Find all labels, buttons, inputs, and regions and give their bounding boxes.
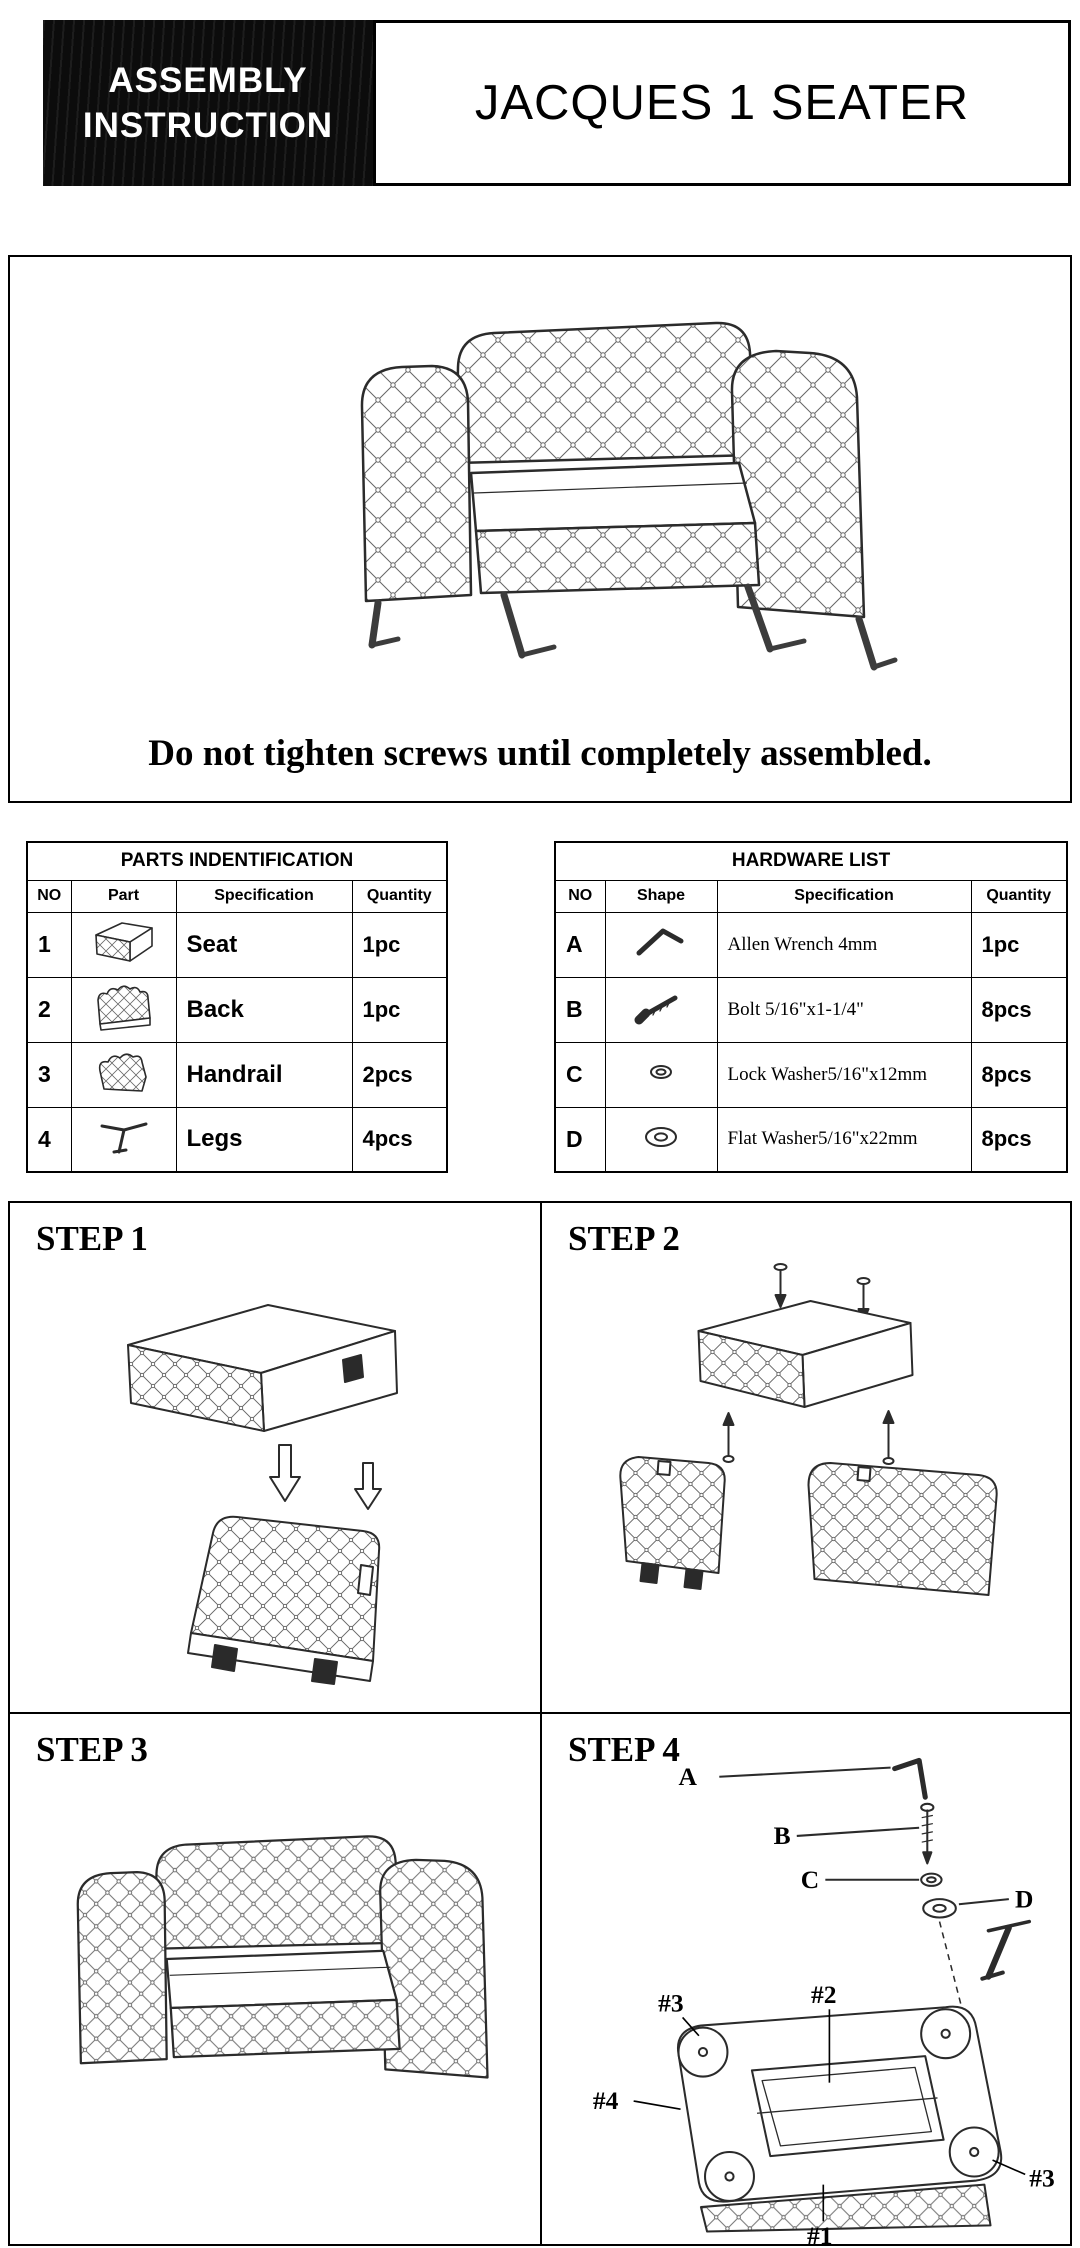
col-qty: Quantity bbox=[351, 879, 448, 913]
handrail-slot bbox=[856, 1466, 872, 1482]
callout-part4: #4 bbox=[593, 2086, 619, 2115]
col-qty: Quantity bbox=[970, 879, 1068, 913]
left-handrail bbox=[619, 1456, 726, 1574]
hardware-table-header-row: NO Shape Specification Quantity bbox=[554, 879, 1068, 913]
chair-underside bbox=[676, 2005, 1003, 2233]
step-2-diagram bbox=[619, 1263, 998, 1596]
hardware-table: HARDWARE LIST NO Shape Specification Qua… bbox=[554, 841, 1069, 1173]
seat-front bbox=[697, 1330, 806, 1408]
lock-washer-icon bbox=[920, 1872, 943, 1887]
tufted-band bbox=[699, 2183, 992, 2233]
chair-back bbox=[454, 321, 756, 465]
parts-row-handrail: 3 Handrail 2pcs bbox=[26, 1041, 448, 1108]
allen-wrench-icon bbox=[892, 1757, 928, 1800]
assembly-steps: STEP 1 STEP 2 bbox=[8, 1201, 1072, 2246]
parts-table: PARTS INDENTIFICATION NO Part Specificat… bbox=[26, 841, 449, 1173]
seat-slot bbox=[342, 1354, 364, 1383]
parts-row-back: 2 Back 1pc bbox=[26, 976, 448, 1043]
armchair-illustration bbox=[360, 321, 898, 671]
callout-c: C bbox=[801, 1865, 819, 1894]
callout-b: B bbox=[774, 1821, 791, 1850]
product-illustration-panel: Do not tighten screws until completely a… bbox=[8, 255, 1072, 803]
col-spec: Specification bbox=[716, 879, 972, 913]
flat-washer-icon bbox=[922, 1898, 957, 1919]
chair-right-arm bbox=[379, 1858, 489, 2079]
chair-seat-cushion bbox=[469, 461, 757, 533]
right-handrail bbox=[807, 1462, 998, 1596]
lock-washer-icon bbox=[650, 1065, 672, 1079]
page-title: JACQUES 1 SEATER bbox=[474, 76, 970, 130]
callout-part3: #3 bbox=[658, 1988, 683, 2017]
legs-icon bbox=[100, 1122, 147, 1154]
handrail-slot bbox=[656, 1460, 672, 1476]
screw-up-icon bbox=[722, 1412, 735, 1463]
hardware-row-lock-washer: C Lock Washer5/16"x12mm 8pcs bbox=[554, 1041, 1068, 1108]
handrail-foot bbox=[639, 1562, 660, 1584]
seat-icon bbox=[94, 922, 153, 962]
col-no: NO bbox=[554, 879, 606, 913]
back-foot bbox=[311, 1658, 338, 1685]
down-arrow-icon bbox=[269, 1444, 301, 1502]
chair-right-arm bbox=[730, 349, 866, 619]
handrail-icon bbox=[98, 1053, 147, 1092]
callout-d: D bbox=[1015, 1884, 1033, 1913]
col-no: NO bbox=[26, 879, 72, 913]
hardware-row-bolt: B Bolt 5/16"x1-1/4" 8pcs bbox=[554, 976, 1068, 1043]
header: ASSEMBLY INSTRUCTION JACQUES 1 SEATER bbox=[43, 20, 1071, 186]
step-2-label: STEP 2 bbox=[568, 1219, 680, 1258]
back-icon bbox=[96, 985, 151, 1031]
flat-washer-icon bbox=[645, 1126, 677, 1147]
chair-front-rail bbox=[169, 1998, 401, 2059]
bolt-icon bbox=[634, 995, 678, 1025]
chair-left-arm bbox=[76, 1871, 168, 2065]
col-shape: Shape bbox=[604, 879, 718, 913]
step-3-diagram bbox=[76, 1835, 489, 2079]
handrail-foot bbox=[683, 1568, 704, 1590]
step-1-label: STEP 1 bbox=[36, 1219, 148, 1258]
title-box: JACQUES 1 SEATER bbox=[373, 20, 1071, 186]
warning-text: Do not tighten screws until completely a… bbox=[148, 733, 932, 774]
bolt-icon bbox=[920, 1802, 935, 1865]
parts-table-title: PARTS INDENTIFICATION bbox=[26, 841, 448, 881]
step-1-diagram bbox=[127, 1304, 398, 1685]
col-spec: Specification bbox=[175, 879, 353, 913]
hardware-row-flat-washer: D Flat Washer5/16"x22mm 8pcs bbox=[554, 1106, 1068, 1173]
back-foot bbox=[211, 1644, 238, 1672]
badge-line-2: INSTRUCTION bbox=[82, 106, 334, 145]
step-4-panel: STEP 4 bbox=[541, 1713, 1071, 2245]
step-2-panel: STEP 2 bbox=[541, 1202, 1071, 1713]
chair-back bbox=[153, 1835, 400, 1950]
allen-wrench-icon bbox=[636, 928, 684, 956]
col-part: Part bbox=[70, 879, 177, 913]
parts-row-seat: 1 Seat 1pc bbox=[26, 911, 448, 978]
hardware-table-title: HARDWARE LIST bbox=[554, 841, 1068, 881]
leg-part bbox=[980, 1919, 1032, 1981]
callout-part1: #1 bbox=[807, 2221, 832, 2245]
callout-part2: #2 bbox=[811, 1980, 836, 2009]
inner-frame bbox=[750, 2055, 945, 2158]
callout-a: A bbox=[678, 1762, 697, 1791]
chair-front-rail bbox=[474, 521, 761, 595]
step-3-label: STEP 3 bbox=[36, 1730, 148, 1769]
seat-front bbox=[127, 1344, 265, 1432]
down-arrow-icon bbox=[354, 1462, 382, 1510]
step-3-panel: STEP 3 bbox=[9, 1713, 541, 2245]
screw-up-icon bbox=[882, 1410, 895, 1465]
chair-left-arm bbox=[360, 364, 473, 603]
chair-seat-cushion bbox=[165, 1949, 398, 2010]
hardware-row-allen-wrench: A Allen Wrench 4mm 1pc bbox=[554, 911, 1068, 978]
step-4-diagram: A B C D #3 #2 #4 #3 #1 bbox=[593, 1757, 1055, 2245]
step-1-panel: STEP 1 bbox=[9, 1202, 541, 1713]
screw-down-icon bbox=[773, 1263, 788, 1308]
parts-row-legs: 4 Legs 4pcs bbox=[26, 1106, 448, 1173]
assembly-instruction-badge: ASSEMBLY INSTRUCTION bbox=[43, 20, 373, 186]
back-slot bbox=[357, 1564, 374, 1596]
badge-line-1: ASSEMBLY bbox=[108, 60, 308, 100]
step-4-label: STEP 4 bbox=[568, 1730, 680, 1769]
back-panel bbox=[190, 1515, 381, 1662]
chair-legs bbox=[368, 583, 878, 671]
callout-part3b: #3 bbox=[1029, 2164, 1054, 2193]
parts-table-header-row: NO Part Specification Quantity bbox=[26, 879, 448, 913]
